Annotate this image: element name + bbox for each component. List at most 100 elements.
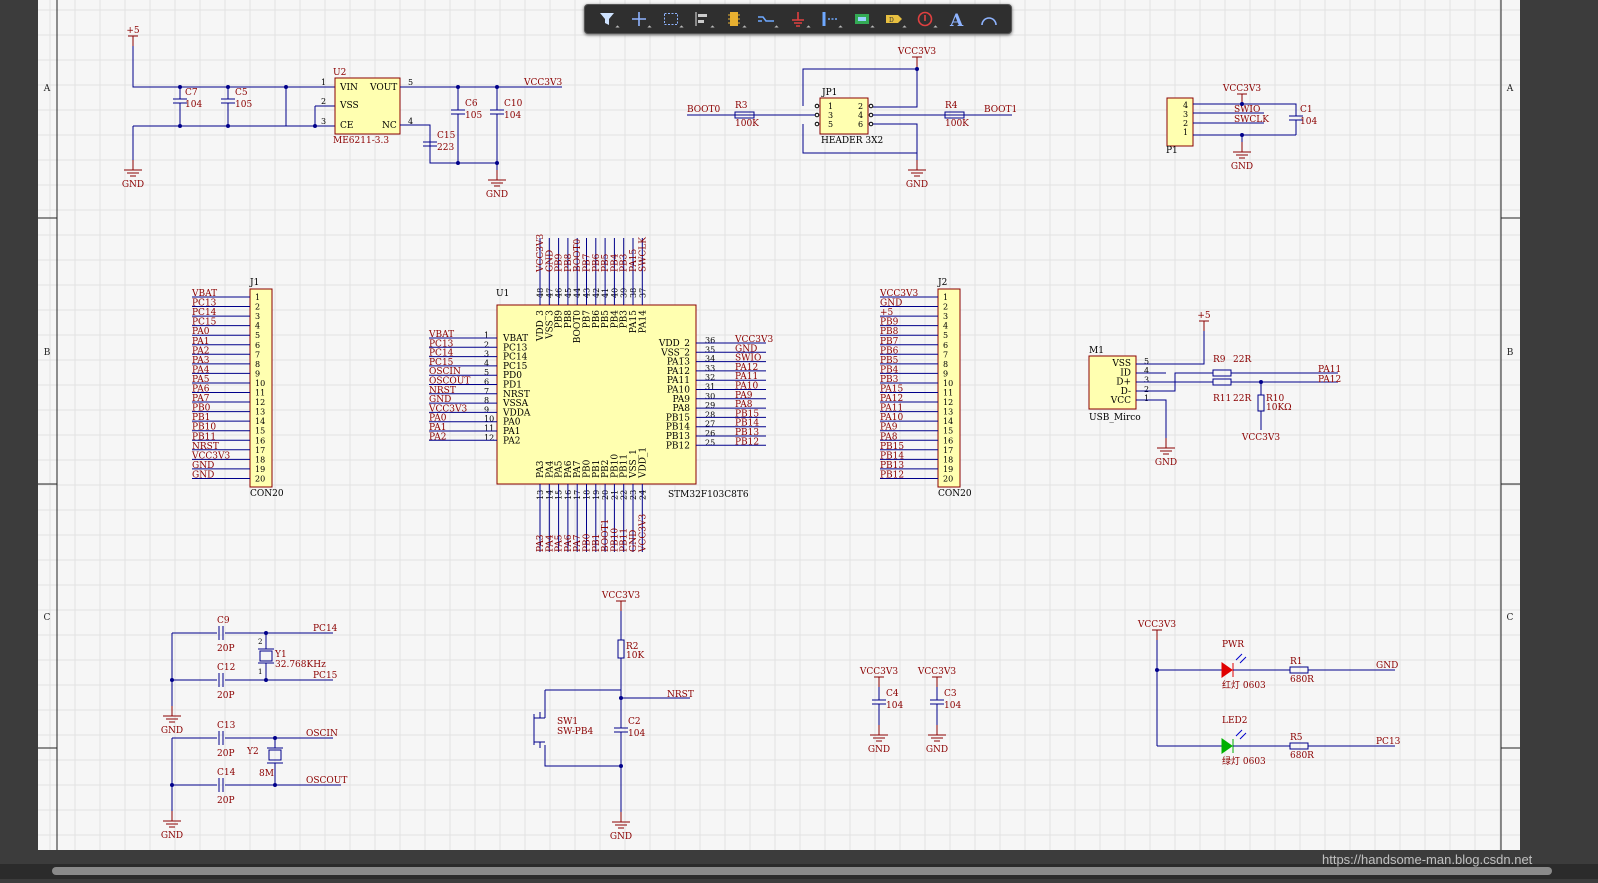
mcu-net-label: PB15: [735, 409, 759, 419]
jp1-body: [819, 97, 869, 135]
mcu-net-label: PA0: [429, 414, 447, 424]
connector-pin-num: 3: [255, 312, 260, 321]
mcu-pin-num: 4: [484, 359, 489, 368]
text-icon: A: [949, 11, 964, 29]
mcu-pin-name: PA1: [503, 427, 520, 437]
connector-net-label: GND: [192, 461, 214, 471]
led-ray: [1239, 656, 1247, 664]
connector-pin-num: 14: [943, 417, 953, 426]
mcu-pin-num: 36: [705, 336, 715, 345]
xtal-ref: Y1: [274, 650, 287, 660]
connector-pin-num: 6: [943, 341, 948, 350]
connector-pin-num: 3: [943, 312, 948, 321]
connector-pin-num: 14: [255, 417, 265, 426]
cap-ref: C9: [217, 616, 230, 626]
toolbar-filter-button[interactable]: [594, 7, 620, 31]
power-label: VCC3V3: [1222, 84, 1261, 94]
jp1-pin-num: 4: [858, 111, 863, 120]
toolbar-select-rect-button[interactable]: [658, 7, 684, 31]
toolbar-wire-button[interactable]: [753, 7, 779, 31]
jp1-pin: [868, 121, 874, 127]
mcu-net-label: PB10: [610, 528, 620, 552]
jp1-pin-num: 5: [828, 120, 833, 129]
cap-ref: C15: [437, 131, 456, 141]
connector-net-label: PB1: [192, 413, 210, 423]
net-label-pa12: PA12: [1318, 375, 1341, 385]
toolbar-arc-button[interactable]: [976, 7, 1002, 31]
connector-body: [937, 288, 961, 488]
mcu-pin-name: PA14: [638, 310, 648, 333]
mcu-net-label: PA12: [735, 363, 758, 373]
horizontal-scrollbar-thumb[interactable]: [52, 867, 1552, 875]
mcu-pin-name: PA4: [545, 460, 555, 478]
toolbar-bus-button[interactable]: [817, 7, 843, 31]
toolbar-component-button[interactable]: [721, 7, 747, 31]
mcu-pin-num: 9: [484, 405, 489, 414]
connector-net-label: GND: [192, 470, 214, 480]
power-label: VCC3V3: [917, 667, 956, 677]
connector-pin-num: 13: [255, 408, 265, 417]
gnd-label: GND: [1155, 458, 1177, 468]
wire-icon: [758, 16, 775, 22]
usb-pin-name: VSS: [1111, 359, 1131, 369]
cap-value: 223: [437, 143, 454, 153]
mcu-pin-num: 31: [705, 383, 715, 392]
cap-ref: C14: [217, 768, 236, 778]
connector-value: CON20: [938, 489, 972, 499]
toolbar-sheet-button[interactable]: [849, 7, 875, 31]
toolbar-port-button[interactable]: D: [881, 7, 907, 31]
mcu-net-label: PB1: [592, 534, 602, 552]
connector-net-label: PA9: [880, 423, 898, 433]
net-label-pc14: PC14: [313, 624, 338, 634]
mcu-net-label: SWCLK: [638, 237, 648, 272]
mcu-pin-name: PA3: [536, 460, 546, 478]
led-ray: [1239, 732, 1247, 740]
cap-ref: C5: [235, 88, 248, 98]
mcu-pin-name: PA0: [503, 418, 521, 428]
p1-body: [1166, 97, 1194, 147]
mcu-net-label: PB12: [735, 437, 759, 447]
connector-pin-num: 16: [943, 436, 953, 445]
mcu-net-label: PB7: [583, 253, 593, 272]
junction-dot: [1240, 102, 1244, 106]
reg-ref: U2: [333, 68, 346, 78]
toolbar-no-erc-button[interactable]: [912, 7, 938, 31]
toolbar-text-button[interactable]: A: [944, 7, 970, 31]
mcu-net-label: PA1: [429, 423, 446, 433]
mcu-pin-name: BOOT0: [573, 310, 583, 344]
mcu-pin-num: 34: [705, 355, 715, 364]
connector-net-label: PA2: [192, 346, 209, 356]
connector-net-label: PB13: [880, 461, 904, 471]
mcu-pin-name: PB6: [592, 310, 602, 329]
led-red: [1221, 662, 1233, 678]
net-label-boot1: BOOT1: [984, 105, 1017, 115]
junction-dot: [170, 678, 174, 682]
gnd-label: GND: [1231, 162, 1253, 172]
mcu-pin-name: PB15: [666, 413, 690, 423]
mcu-net-label: GND: [629, 530, 639, 552]
filter-icon: [599, 13, 614, 25]
toolbar-crosshair-button[interactable]: [626, 7, 652, 31]
connector-pin-num: 10: [255, 379, 265, 388]
mcu-net-label: PB14: [735, 419, 759, 429]
connector-net-label: PB10: [192, 423, 216, 433]
junction-dot: [456, 161, 460, 165]
junction-dot: [1259, 380, 1263, 384]
junction-dot: [313, 124, 317, 128]
align-icon: [695, 12, 708, 26]
mcu-net-label: GND: [735, 344, 757, 354]
mcu-pin-name: VSS_2: [660, 348, 690, 358]
connector-ref: J2: [937, 278, 947, 288]
mcu-pin-num: 27: [705, 420, 715, 429]
jp1-pin-num: 6: [858, 120, 863, 129]
mcu-pin-name: PA9: [673, 395, 691, 405]
cap-value: 105: [235, 100, 252, 110]
connector-net-label: PB5: [880, 356, 899, 366]
toolbar-gnd-power-button[interactable]: [785, 7, 811, 31]
gnd-label: GND: [610, 832, 632, 842]
wire: [544, 745, 621, 767]
toolbar-align-button[interactable]: [689, 7, 716, 31]
connector-net-label: PB14: [880, 451, 904, 461]
